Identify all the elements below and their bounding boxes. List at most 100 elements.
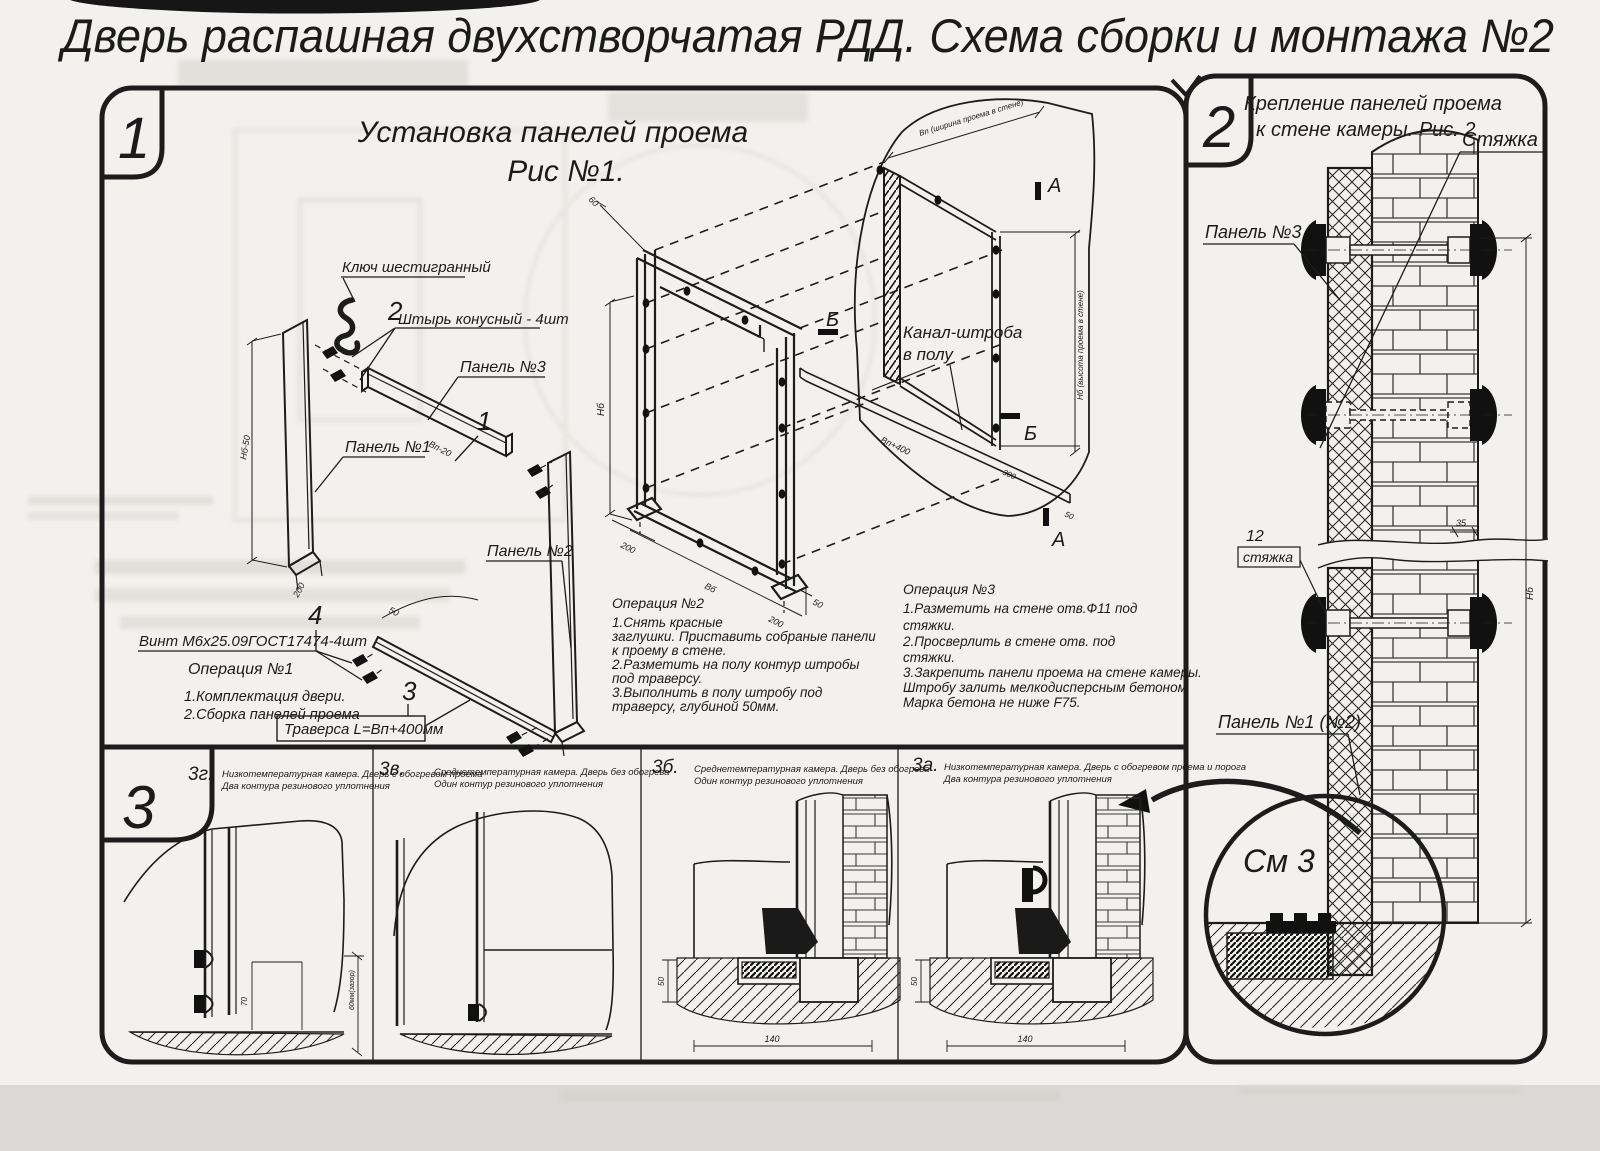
label-channel1: Канал-штроба	[903, 323, 1022, 342]
label-12: 12	[1246, 528, 1264, 545]
dim-nb-full: Нб (высота проема в стене)	[1076, 290, 1085, 400]
label-hex-key: Ключ шестигранный	[342, 259, 491, 276]
s2-heading1: Крепление панелей проема	[1244, 93, 1502, 115]
assembled-frame	[626, 249, 809, 613]
label-four: 4	[308, 600, 322, 630]
frame-dims	[595, 200, 813, 617]
dim-50t: 50	[387, 605, 400, 618]
dim-35: 35	[1456, 518, 1467, 528]
op1-title: Операция №1	[188, 661, 293, 678]
op2-line: 2.Разметить на полу контур штробы	[611, 657, 860, 672]
label-panel1: Панель №1	[345, 439, 431, 456]
s1-heading2: Рис №1.	[507, 155, 625, 188]
dim-gap: 60мм(зазор)	[349, 970, 356, 1010]
op3-line: 1.Разметить на стене отв.Ф11 под	[903, 601, 1138, 616]
label-panel3: Панель №3	[460, 359, 546, 376]
label-see3: См 3	[1243, 843, 1315, 879]
dim-50c: 50	[1063, 510, 1075, 522]
fig3v-cap2: Один контур резинового уплотнения	[434, 779, 603, 790]
dim-50b: 50	[811, 597, 824, 610]
fig3a-cap2: Два контура резинового уплотнения	[943, 774, 1112, 785]
op3-line: Марка бетона не ниже F75.	[903, 695, 1080, 710]
section2: Крепление панелей проема к стене камеры.…	[1118, 93, 1549, 1037]
marker-b2: Б	[1024, 423, 1037, 445]
op3-line: 3.Закрепить панели проема на стене камер…	[903, 665, 1202, 680]
tie-bolt-top	[1301, 220, 1512, 280]
op3-line: стяжки.	[903, 618, 955, 633]
exploded-view	[246, 297, 586, 757]
section1-number: 1	[118, 106, 150, 171]
op3-block: Операция №3 1.Разметить на стене отв.Ф11…	[902, 581, 1202, 710]
s2-dims	[1447, 233, 1532, 928]
marker-a2: А	[1051, 529, 1065, 551]
exploded-labels: Ключ шестигранный 2 Штырь конусный - 4шт…	[138, 259, 573, 742]
dim-vb: Вб	[703, 581, 718, 595]
fig3g-id: 3г.	[188, 764, 213, 785]
panel-hatch-upper	[1326, 166, 1374, 547]
see3-arrow	[1150, 778, 1362, 836]
label-s2-panel3: Панель №3	[1205, 222, 1302, 242]
fig3v	[393, 810, 615, 1056]
fig3b-cap2: Один контур резинового уплотнения	[694, 776, 863, 787]
op1-line: 2.Сборка панелей проема	[183, 707, 360, 723]
op2-line: траверсу, глубиной 50мм.	[612, 699, 779, 714]
dim-140a: 140	[1017, 1034, 1032, 1044]
s1-heading1: Установка панелей проема	[357, 116, 748, 149]
fig3a-id: 3а.	[912, 755, 938, 776]
dim-nb: Нб	[595, 403, 607, 416]
dim-70: 70	[240, 997, 249, 1006]
fig3a-cap1: Низкотемпературная камера. Дверь с обогр…	[944, 762, 1246, 773]
op3-title: Операция №3	[903, 581, 995, 597]
scan-artifact-top	[70, 0, 540, 14]
detail-circle	[1203, 793, 1447, 1037]
op2-line: 3.Выполнить в полу штробу под	[612, 685, 823, 700]
op2-block: Операция №2 1.Снять красные заглушки. Пр…	[611, 595, 876, 714]
fig3b-cap1: Среднетемпературная камера. Дверь без об…	[694, 764, 929, 775]
label-traverse: Траверса L=Bп+400мм	[284, 721, 443, 738]
section3: 3г. Низкотемпературная камера. Дверь с о…	[123, 747, 1246, 1062]
op2-title: Операция №2	[612, 595, 704, 611]
op2-line: под траверсу.	[612, 671, 702, 686]
marker-a1: А	[1047, 175, 1061, 197]
label-panel2: Панель №2	[487, 543, 573, 560]
fig3v-id: 3в.	[379, 759, 405, 780]
label-three: 3	[402, 676, 417, 706]
op3-line: стяжки.	[903, 650, 955, 665]
dim-50fb: 50	[657, 977, 666, 986]
op3-line: 2.Просверлить в стене отв. под	[902, 634, 1116, 649]
fig3v-cap1: Среднетемпературная камера. Дверь без об…	[434, 767, 669, 778]
section3-number: 3	[122, 774, 155, 841]
op2-line: к проему в стене.	[612, 643, 727, 658]
label-tie: Стяжка	[1462, 129, 1538, 151]
op1-line: 1.Комплектация двери.	[184, 689, 345, 705]
frame-holes	[642, 286, 786, 576]
fig3g-cap1: Низкотемпературная камера. Дверь с обогр…	[222, 769, 483, 780]
label-channel2: в полу	[903, 345, 954, 364]
label-pin: Штырь конусный - 4шт	[398, 311, 569, 328]
op2-line: заглушки. Приставить собраные панели	[611, 629, 876, 644]
sheet-title: Дверь распашная двухстворчатая РДД. Схем…	[57, 9, 1554, 62]
wall-break	[1318, 539, 1548, 568]
op3-line: Штробу залить мелкодисперсным бетоном	[903, 680, 1187, 695]
tie-bolt-bottom	[1301, 593, 1512, 653]
dim-nb50: Нб-50	[238, 434, 252, 460]
fig3g: 70 60мм(зазор)	[123, 819, 364, 1057]
fig3b: 140 50	[657, 792, 901, 1052]
fig3b-id: 3б.	[652, 757, 679, 778]
dim-50fa: 50	[910, 977, 919, 986]
tie-bolt-mid	[1301, 385, 1512, 445]
dim-140b: 140	[764, 1034, 779, 1044]
marker-b1: Б	[826, 309, 839, 331]
label-screw: Винт М6х25.09ГОСТ17474-4шт	[139, 633, 367, 650]
label-panel12: Панель №1 (№2)	[1218, 712, 1361, 732]
label-12-tie: стяжка	[1243, 549, 1293, 565]
label-pin-num: 2	[387, 296, 403, 326]
s3-dividers	[372, 747, 899, 1062]
section2-number: 2	[1202, 95, 1235, 160]
projection-lines	[645, 161, 1003, 565]
op2-line: 1.Снять красные	[612, 615, 723, 630]
label-one: 1	[477, 406, 491, 436]
fig3a: 140 50	[910, 792, 1154, 1052]
